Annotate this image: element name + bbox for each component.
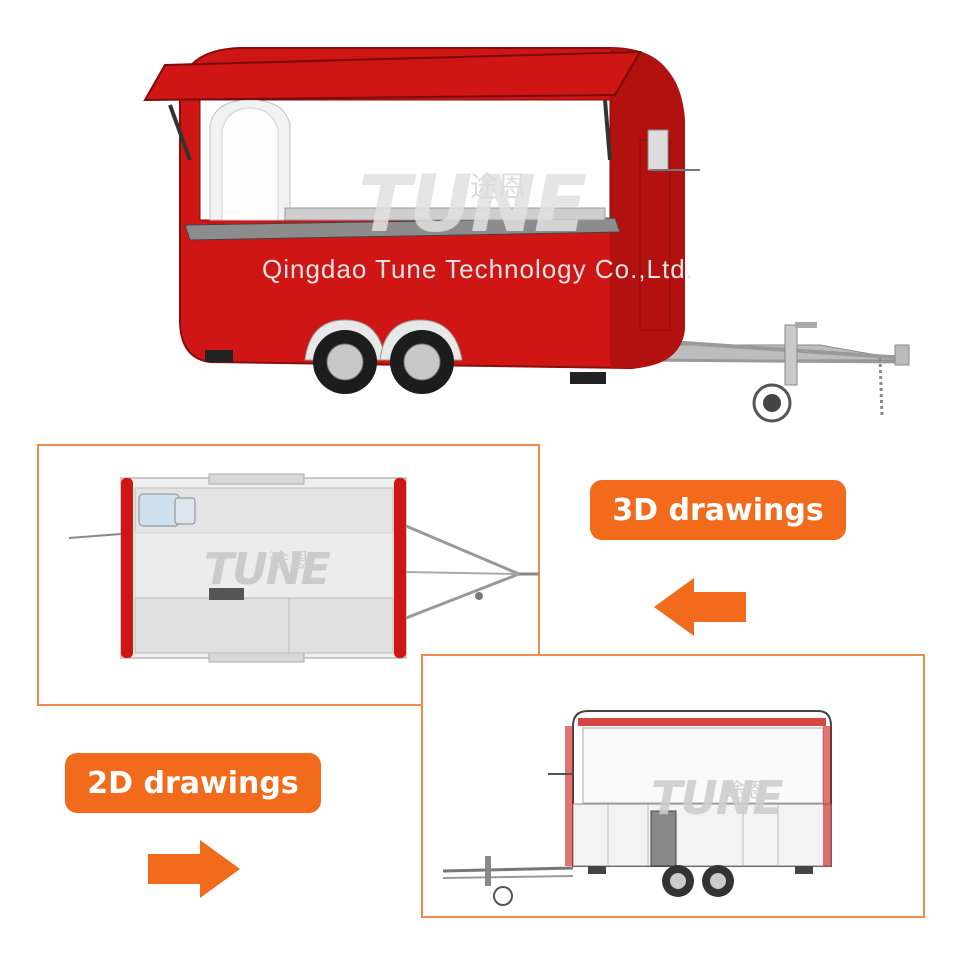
side-view-drawing-panel: TUNE 途恩 [421, 654, 925, 918]
top-view-watermark-chinese: 途恩 [269, 548, 309, 572]
label-2d-drawings: 2D drawings [65, 753, 321, 813]
watermark-chinese: 途恩 [470, 170, 527, 203]
top-view-drawing [68, 473, 539, 663]
side-view-watermark-chinese: 途恩 [725, 778, 765, 802]
trailer-3d-render: TUNE 途恩 Qingdao Tune Technology Co.,Ltd. [0, 0, 960, 430]
arrow-left-icon [654, 578, 746, 636]
watermark-company: Qingdao Tune Technology Co.,Ltd. [262, 254, 694, 284]
side-view-drawing [442, 710, 832, 906]
top-view-watermark-logo: TUNE [204, 544, 331, 595]
watermark-logo: TUNE [358, 160, 587, 250]
side-view-watermark-logo: TUNE [651, 771, 784, 825]
trailer-3d-drawing [143, 47, 910, 423]
arrow-right-icon [148, 840, 240, 898]
label-3d-drawings: 3D drawings [590, 480, 846, 540]
